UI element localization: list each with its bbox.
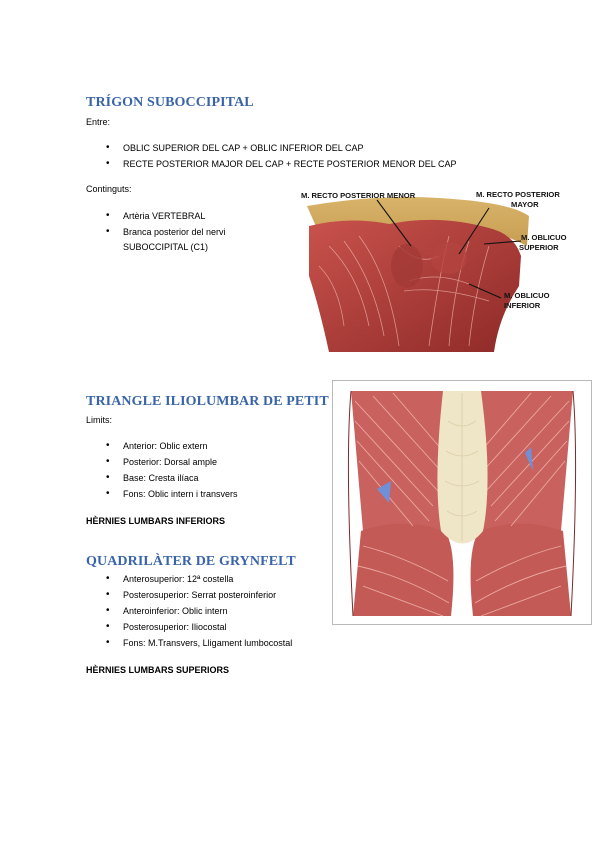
label-recto-mayor-1: M. RECTO POSTERIOR: [476, 190, 560, 199]
continguts-list: Artèria VERTEBRAL Branca posterior del n…: [106, 208, 226, 240]
continguts-continuation: SUBOCCIPITAL (C1): [123, 242, 209, 252]
list-item: Anterior: Oblic extern: [106, 438, 238, 454]
label-oblicuo-inf-1: M. OBLICUO: [504, 291, 550, 300]
section-title-quadrilater-grynfelt: QUADRILÀTER DE GRYNFELT: [86, 554, 296, 569]
entre-list: OBLIC SUPERIOR DEL CAP + OBLIC INFERIOR …: [106, 140, 456, 172]
section-title-trigon-suboccipital: TRÍGON SUBOCCIPITAL: [86, 95, 254, 110]
hernia-superior-label: HÈRNIES LUMBARS SUPERIORS: [86, 665, 230, 675]
list-item: Artèria VERTEBRAL: [106, 208, 226, 224]
label-oblicuo-inf-2: INFERIOR: [504, 301, 541, 310]
label-recto-menor: M. RECTO POSTERIOR MENOR: [301, 191, 416, 200]
list-item: Posterosuperior: Serrat posteroinferior: [106, 587, 292, 603]
grynfelt-list: Anterosuperior: 12ª costella Posterosupe…: [106, 571, 292, 651]
hernia-inferior-label: HÈRNIES LUMBARS INFERIORS: [86, 516, 226, 526]
entre-label: Entre:: [86, 117, 111, 127]
list-item: Anteroinferior: Oblic intern: [106, 603, 292, 619]
list-item: Base: Cresta ilíaca: [106, 470, 238, 486]
label-recto-mayor-2: MAYOR: [511, 200, 539, 209]
list-item: Fons: Oblic intern i transvers: [106, 486, 238, 502]
list-item: Posterior: Dorsal ample: [106, 454, 238, 470]
suboccipital-muscles-figure: M. RECTO POSTERIOR MENOR M. RECTO POSTER…: [289, 186, 582, 352]
label-oblicuo-sup-2: SUPERIOR: [519, 243, 559, 252]
lumbar-region-figure: [332, 380, 592, 625]
petit-list: Anterior: Oblic extern Posterior: Dorsal…: [106, 438, 238, 502]
label-oblicuo-sup-1: M. OBLICUO: [521, 233, 567, 242]
list-item: Branca posterior del nervi: [106, 224, 226, 240]
list-item: Anterosuperior: 12ª costella: [106, 571, 292, 587]
list-item: RECTE POSTERIOR MAJOR DEL CAP + RECTE PO…: [106, 156, 456, 172]
list-item: OBLIC SUPERIOR DEL CAP + OBLIC INFERIOR …: [106, 140, 456, 156]
section-title-triangle-petit: TRIANGLE ILIOLUMBAR DE PETIT: [86, 394, 329, 409]
list-item: Posterosuperior: Iliocostal: [106, 619, 292, 635]
limits-label: Limits:: [86, 415, 113, 425]
list-item: Fons: M.Transvers, Lligament lumbocostal: [106, 635, 292, 651]
continguts-label: Continguts:: [86, 184, 132, 194]
